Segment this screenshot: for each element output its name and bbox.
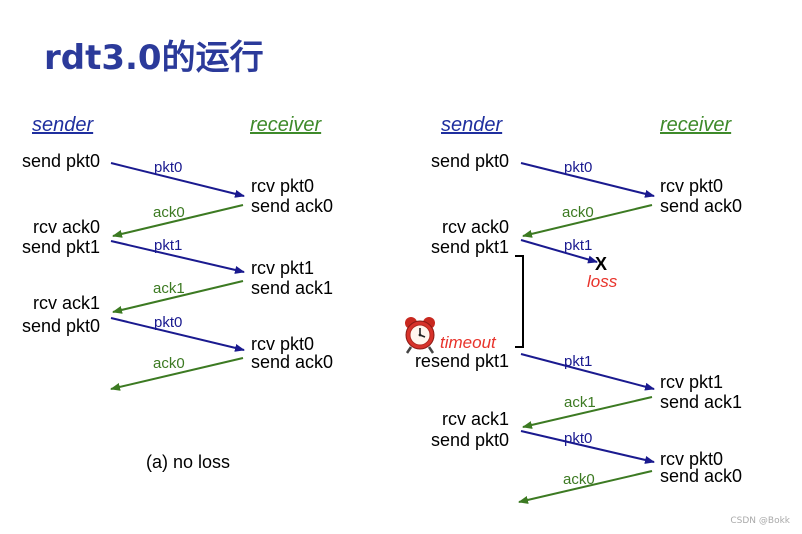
right-sender-label: rcv ack0 <box>442 217 509 237</box>
left-receiver-label: send ack0 <box>251 352 333 372</box>
left-receiver-label: rcv pkt0 <box>251 176 314 196</box>
right-message-label: pkt1 <box>564 353 592 370</box>
left-receiver-label: send ack1 <box>251 278 333 298</box>
right-ack-arrow <box>522 396 653 429</box>
right-receiver-label: rcv pkt0 <box>660 176 723 196</box>
alarm-clock-icon <box>405 317 435 354</box>
right-ack-arrow <box>518 470 653 504</box>
left-message-label: pkt1 <box>154 237 182 254</box>
right-sender-label: rcv ack1 <box>442 409 509 429</box>
right-receiver-label: rcv pkt0 <box>660 449 723 469</box>
left-pkt-arrow <box>110 317 245 352</box>
right-receiver-label: rcv pkt1 <box>660 372 723 392</box>
left-ack-arrow <box>110 357 244 391</box>
left-message-label: ack1 <box>153 280 185 297</box>
right-receiver-label: send ack0 <box>660 466 742 486</box>
left-message-label: pkt0 <box>154 314 182 331</box>
right-pkt-arrow <box>520 239 598 264</box>
left-sender-header: sender <box>32 114 94 136</box>
right-message-label: pkt0 <box>564 430 592 447</box>
right-message-label: pkt1 <box>564 237 592 254</box>
left-message-label: pkt0 <box>154 159 182 176</box>
timeout-bracket <box>515 255 524 348</box>
left-sender-label: rcv ack1 <box>33 293 100 313</box>
right-sender-label: send pkt0 <box>431 430 509 450</box>
loss-x-mark: X <box>595 254 607 274</box>
right-sender-label: send pkt1 <box>431 237 509 257</box>
right-pkt-arrow <box>520 430 655 464</box>
left-receiver-header: receiver <box>250 114 322 136</box>
left-receiver-label: send ack0 <box>251 196 333 216</box>
timeout-label: timeout <box>440 333 497 352</box>
left-message-label: ack0 <box>153 204 185 221</box>
loss-label: loss <box>587 272 618 291</box>
left-sender-label: rcv ack0 <box>33 217 100 237</box>
left-sender-label: send pkt0 <box>22 151 100 171</box>
right-receiver-label: send ack1 <box>660 392 742 412</box>
left-sender-label: send pkt0 <box>22 316 100 336</box>
right-message-label: ack0 <box>563 471 595 488</box>
left-pkt-arrow <box>110 162 245 198</box>
right-sender-label: send pkt0 <box>431 151 509 171</box>
right-message-label: ack1 <box>564 394 596 411</box>
left-caption: (a) no loss <box>146 452 230 472</box>
right-receiver-label: send ack0 <box>660 196 742 216</box>
right-sender-header: sender <box>441 114 503 136</box>
right-ack-arrow <box>522 204 653 238</box>
right-pkt-arrow <box>520 162 655 198</box>
left-message-label: ack0 <box>153 355 185 372</box>
left-sender-label: send pkt1 <box>22 237 100 257</box>
right-message-label: ack0 <box>562 204 594 221</box>
watermark-text: CSDN @Bokk <box>730 516 790 526</box>
right-pkt-arrow <box>520 353 655 391</box>
page-title: rdt3.0的运行 <box>44 38 264 78</box>
left-pkt-arrow <box>110 240 245 274</box>
left-receiver-label: rcv pkt1 <box>251 258 314 278</box>
left-ack-arrow <box>112 204 244 238</box>
left-ack-arrow <box>112 280 244 314</box>
right-receiver-header: receiver <box>660 114 732 136</box>
right-sender-label: resend pkt1 <box>415 351 509 371</box>
right-message-label: pkt0 <box>564 159 592 176</box>
left-receiver-label: rcv pkt0 <box>251 334 314 354</box>
